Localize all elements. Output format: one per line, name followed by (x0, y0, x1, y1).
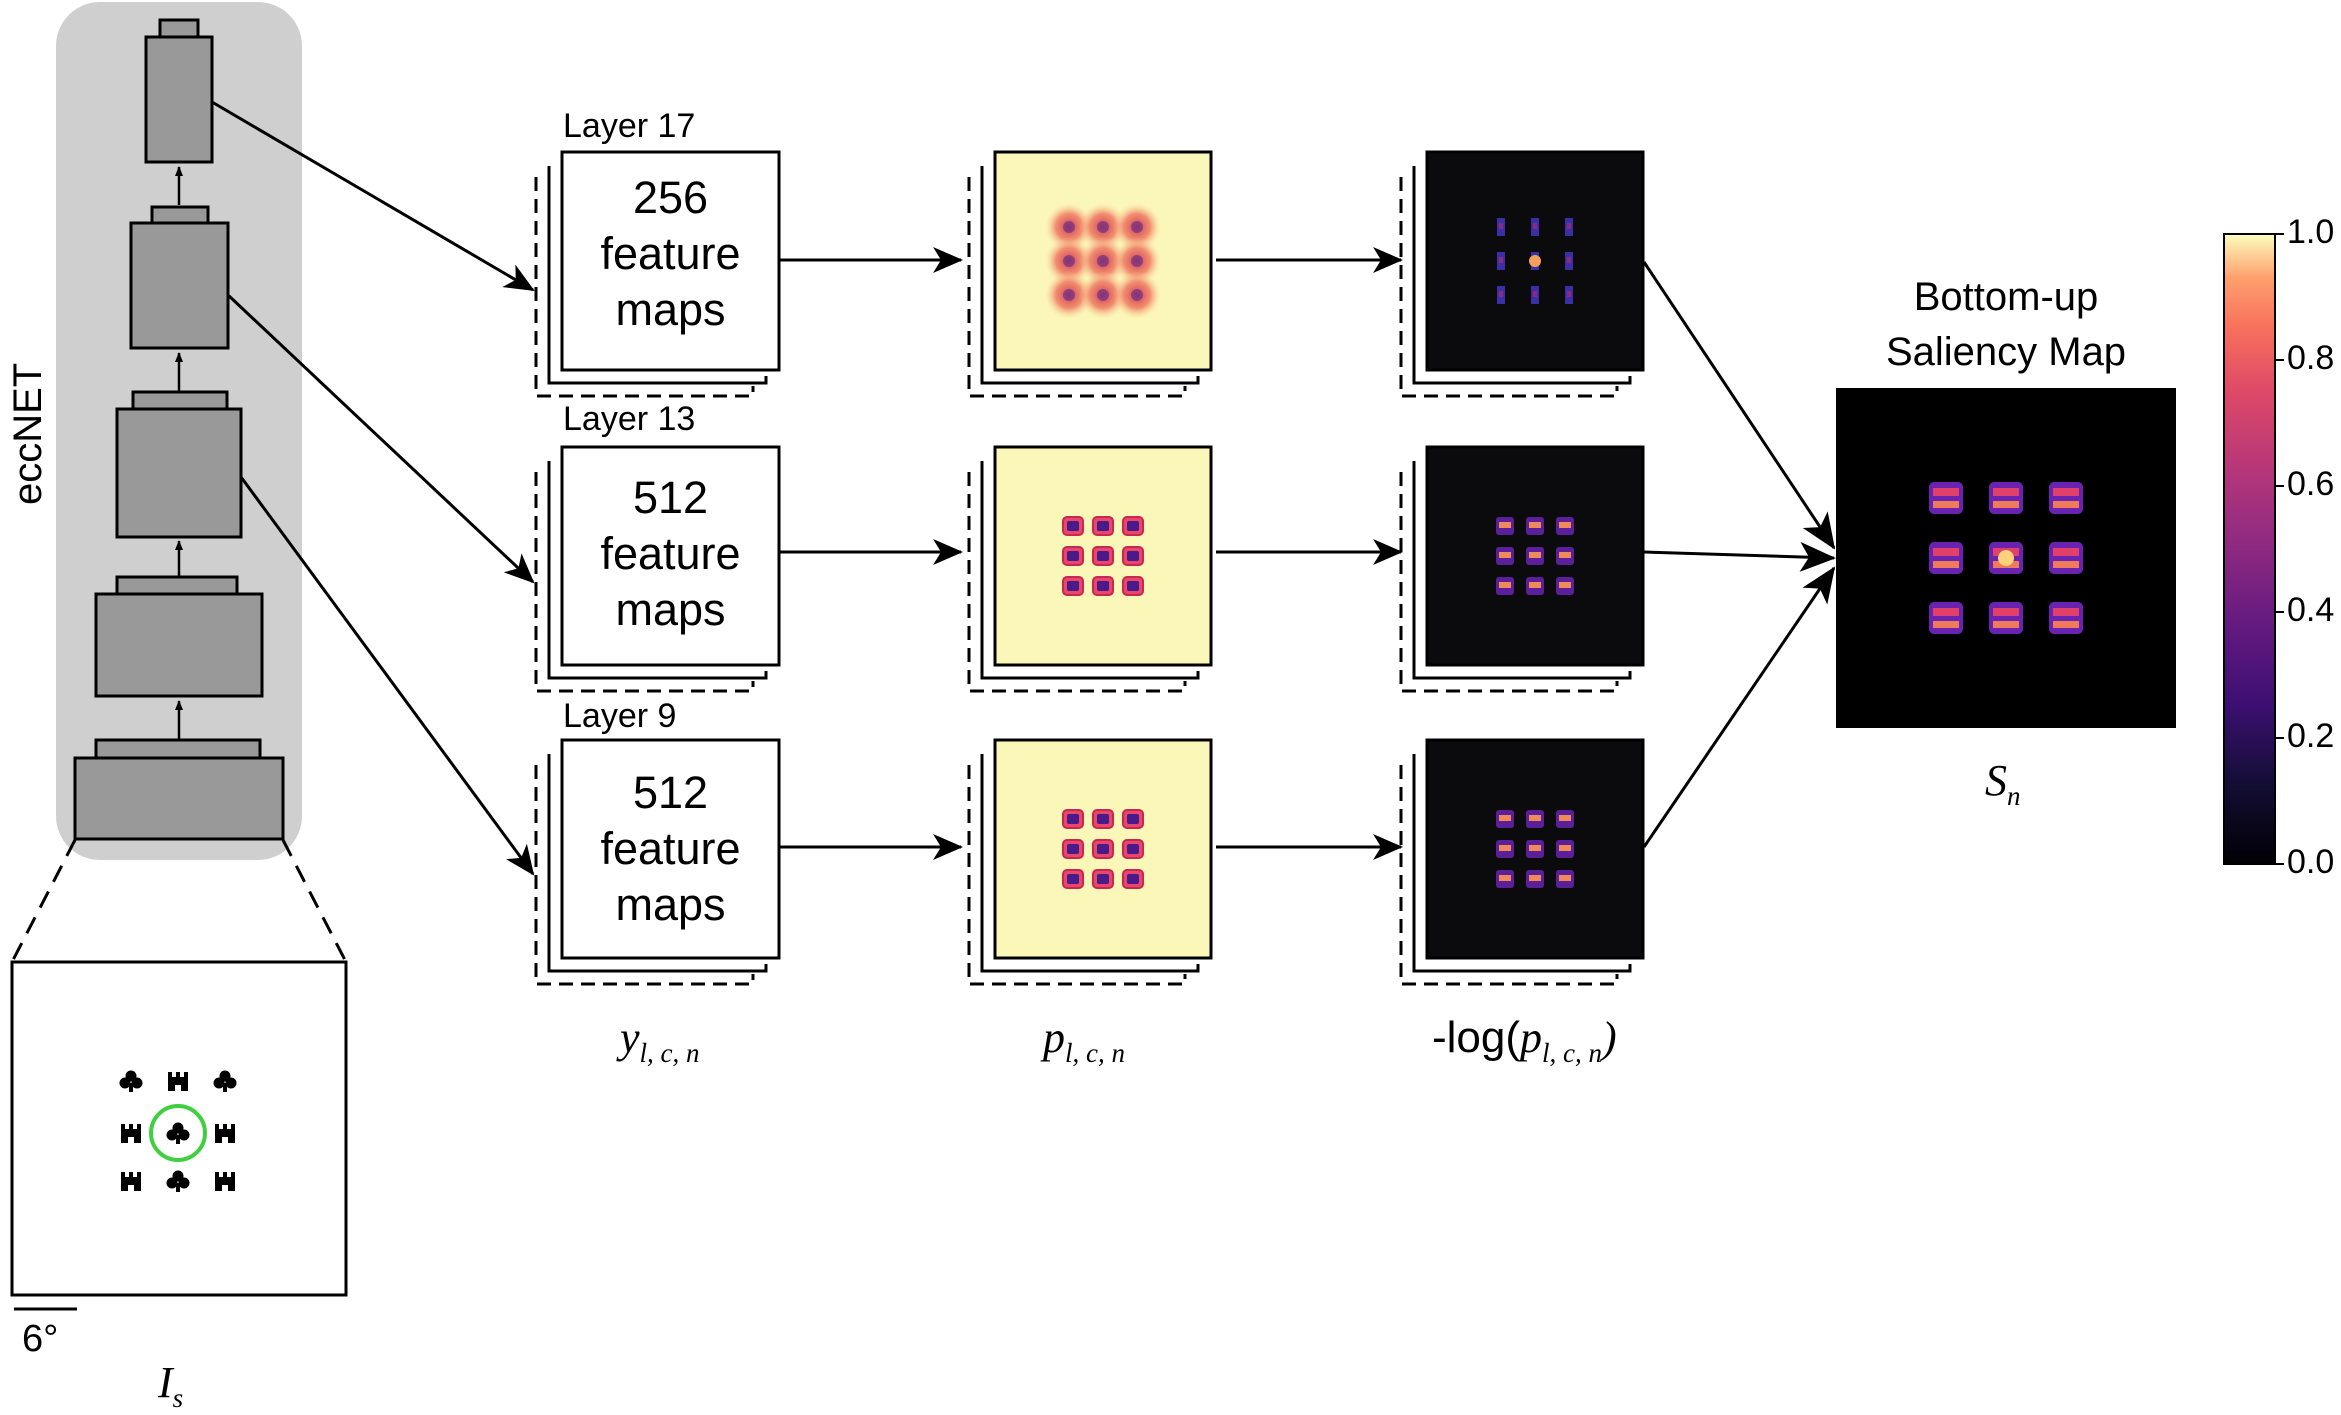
probability-map-stack (967, 445, 1213, 693)
eccnet-panel (56, 2, 302, 860)
saliency-map (1836, 388, 2176, 728)
feature-word: feature (600, 228, 741, 279)
maps-word: maps (615, 284, 726, 335)
feature-box-9: 512 feature maps (563, 765, 778, 933)
castle-shape-icon (168, 1072, 188, 1091)
maps-word: maps (615, 879, 726, 930)
colorbar (2223, 233, 2284, 865)
club-shape-icon (213, 1070, 237, 1092)
castle-shape-icon (121, 1124, 141, 1143)
layer-17-label: Layer 17 (563, 107, 696, 145)
colorbar-tick-label: 0.6 (2287, 465, 2335, 503)
club-shape-icon (166, 1122, 190, 1144)
feature-count: 256 (632, 172, 709, 223)
club-shape-icon (119, 1070, 143, 1092)
saliency-blob (1929, 542, 1963, 574)
y-label: yl, c, n (620, 1013, 700, 1068)
castle-shape-icon (215, 1172, 235, 1191)
flow-arrows (780, 247, 1836, 860)
feature-box-17: 256 feature maps (563, 170, 778, 338)
probability-map-stack (967, 150, 1213, 398)
castle-shape-icon (121, 1172, 141, 1191)
neglog-map-stack (1399, 150, 1645, 398)
colorbar-tick-label: 1.0 (2287, 213, 2335, 251)
saliency-blob (1929, 482, 1963, 514)
layer-13-label: Layer 13 (563, 400, 696, 438)
saliency-title-line1: Bottom-up (1913, 275, 2099, 319)
stimulus-symbol: Is (158, 1358, 184, 1413)
input-projection-lines (10, 839, 348, 963)
saliency-blob (1989, 482, 2023, 514)
saliency-blob (2049, 602, 2083, 634)
neglog-map-stack (1399, 738, 1645, 986)
feature-word: feature (600, 823, 741, 874)
feature-map-stack (534, 445, 781, 693)
feature-map-stack (534, 738, 781, 986)
saliency-symbol: Sn (1985, 756, 2021, 811)
castle-shape-icon (215, 1124, 235, 1143)
feature-map-stack (534, 150, 781, 398)
feature-word: feature (600, 528, 741, 579)
feature-count: 512 (632, 767, 709, 818)
stimulus-image (10, 960, 348, 1311)
saliency-title-line2: Saliency Map (1885, 330, 2127, 374)
feature-count: 512 (632, 472, 709, 523)
probability-map-stack (967, 738, 1213, 986)
neglog-map-stack (1399, 445, 1645, 693)
network-arrows (211, 100, 535, 876)
neglog-p-label: -log(pl, c, n) (1432, 1013, 1617, 1068)
feature-box-13: 512 feature maps (563, 470, 778, 638)
layer-9-label: Layer 9 (563, 697, 677, 735)
saliency-blob (2049, 542, 2083, 574)
p-label: pl, c, n (1043, 1013, 1125, 1068)
saliency-blob (1929, 602, 1963, 634)
saliency-blob (2049, 482, 2083, 514)
saliency-title: Bottom-up Saliency Map (1836, 270, 2176, 380)
club-shape-icon (166, 1170, 190, 1192)
network-name-label: eccNET (6, 362, 50, 505)
colorbar-tick-label: 0.8 (2287, 339, 2335, 377)
target-ring (149, 1104, 207, 1162)
scale-label: 6° (22, 1318, 59, 1360)
saliency-blob (1989, 602, 2023, 634)
colorbar-tick-label: 0.4 (2287, 591, 2335, 629)
saliency-blob (1989, 542, 2023, 574)
maps-word: maps (615, 584, 726, 635)
colorbar-tick-label: 0.2 (2287, 717, 2335, 755)
colorbar-tick-label: 0.0 (2287, 843, 2335, 881)
